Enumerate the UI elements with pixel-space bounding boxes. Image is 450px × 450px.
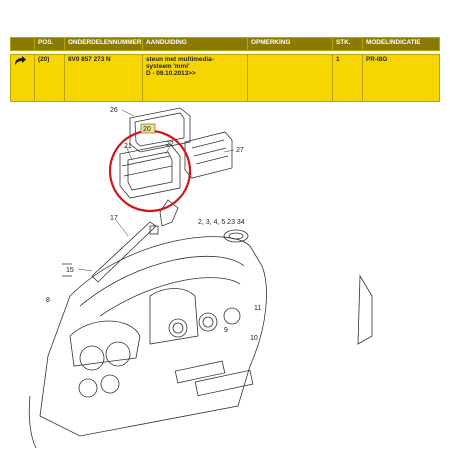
header-pos: POS. xyxy=(34,37,65,51)
header-model: MODELINDICATIE xyxy=(362,37,440,51)
callout-8: 8 xyxy=(46,297,50,304)
header-icon-col xyxy=(10,37,35,51)
callout-21: 21 xyxy=(124,143,132,150)
table-header-row: POS. ONDERDELENNUMMER AANDUIDING OPMERKI… xyxy=(10,37,440,51)
dashboard-exploded-diagram: 26 20 21 22 27 17 2, 3, 4, 5 23 34 15 8 … xyxy=(28,107,373,449)
callout-22: 22 xyxy=(166,141,174,148)
description-cell: steun met multimedia- systeem 'mmi' D - … xyxy=(142,54,248,102)
description-line: steun met multimedia- xyxy=(146,56,214,63)
header-part-number: ONDERDELENNUMMER xyxy=(64,37,143,51)
header-description: AANDUIDING xyxy=(142,37,248,51)
callout-15: 15 xyxy=(66,267,74,274)
callout-9: 9 xyxy=(224,327,228,334)
qty-cell: 1 xyxy=(332,54,363,102)
header-remark: OPMERKING xyxy=(247,37,333,51)
table-row[interactable]: (20) 8V0 857 273 N steun met multimedia-… xyxy=(10,54,440,102)
callout-26: 26 xyxy=(110,107,118,114)
remark-cell xyxy=(247,54,333,102)
description-line: systeem 'mmi' xyxy=(146,63,190,70)
header-qty: STK. xyxy=(332,37,363,51)
pos-cell: (20) xyxy=(34,54,65,102)
highlight-circle xyxy=(108,129,192,213)
callout-2-3-4-5-23-34: 2, 3, 4, 5 23 34 xyxy=(198,219,245,226)
callout-11: 11 xyxy=(254,305,261,312)
link-arrow-icon[interactable] xyxy=(14,56,27,67)
callout-17: 17 xyxy=(110,215,118,222)
parts-table: POS. ONDERDELENNUMMER AANDUIDING OPMERKI… xyxy=(10,37,440,102)
callout-20: 20 xyxy=(143,126,151,133)
callout-27: 27 xyxy=(236,147,244,154)
part-number-cell: 8V0 857 273 N xyxy=(64,54,143,102)
model-cell: PR-I8G xyxy=(362,54,440,102)
link-icon-cell[interactable] xyxy=(10,54,35,102)
description-line: D - 09.10.2013>> xyxy=(146,70,196,77)
callout-10: 10 xyxy=(250,335,258,342)
